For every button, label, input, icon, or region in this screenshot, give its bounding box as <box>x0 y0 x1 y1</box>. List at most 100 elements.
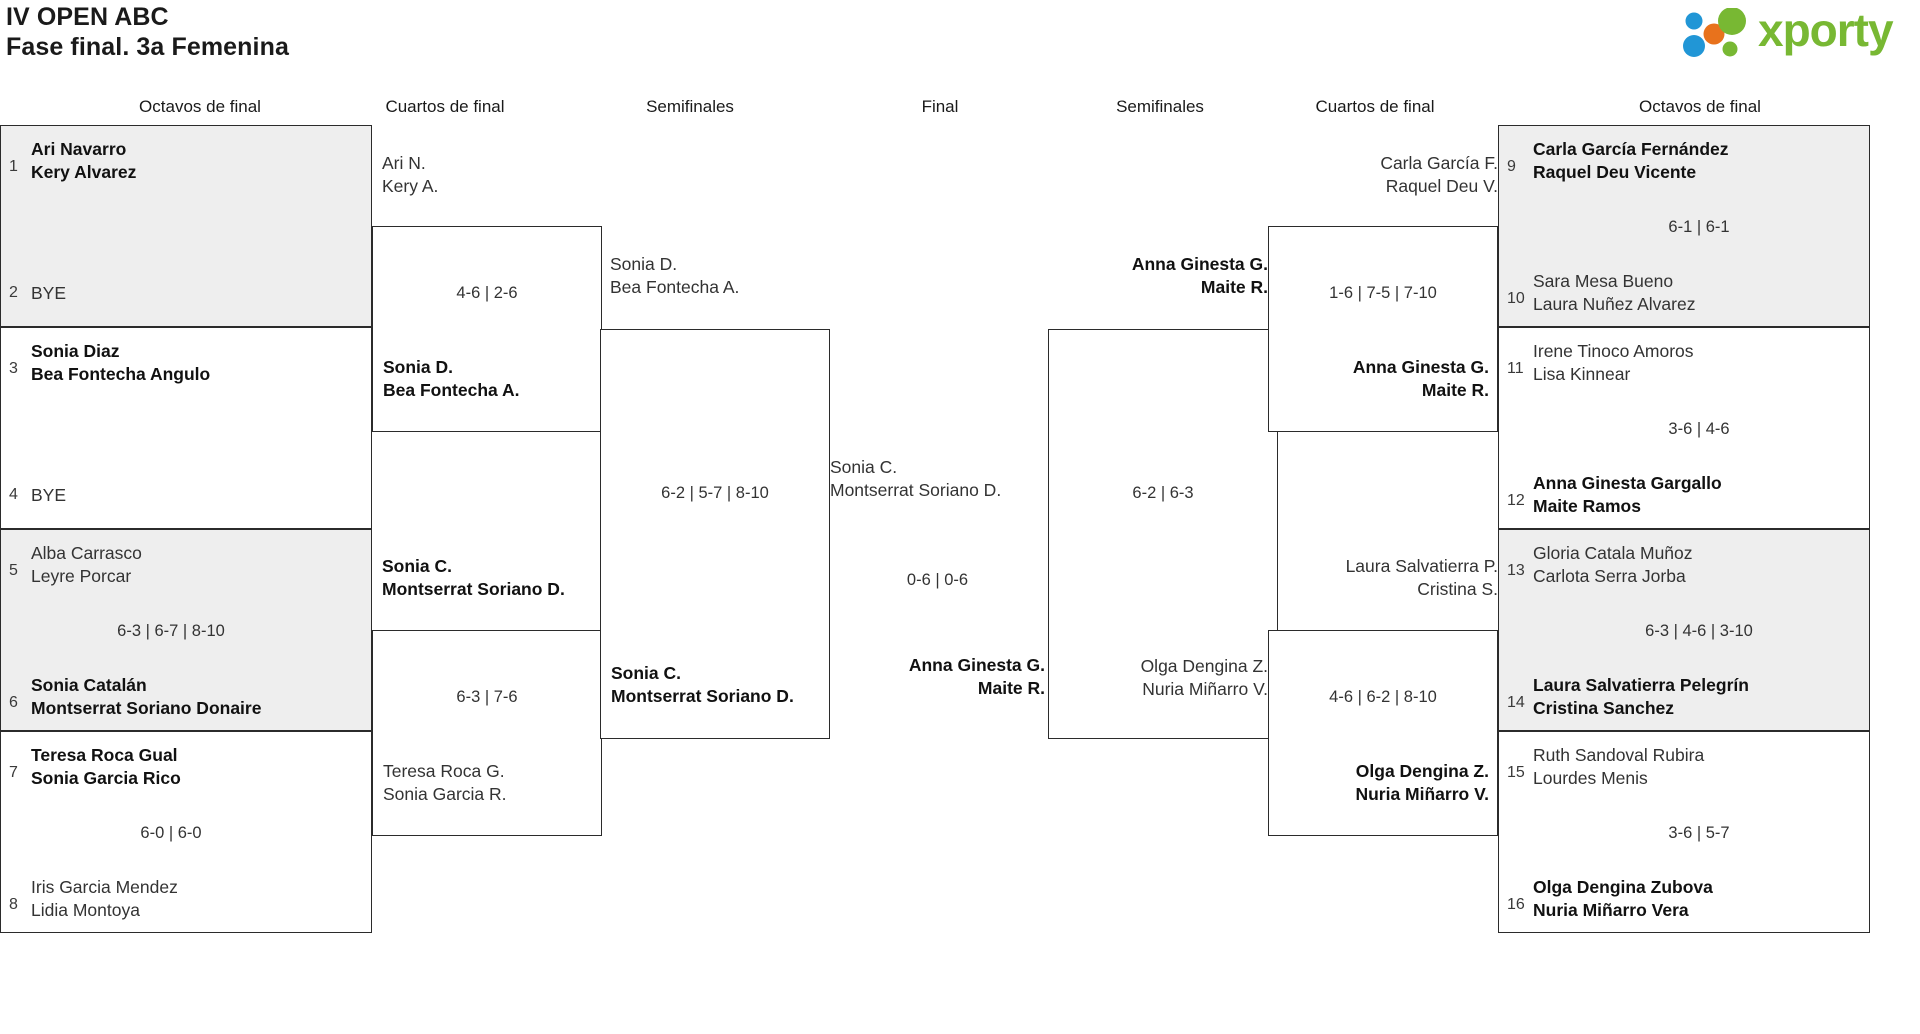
seed-number: 5 <box>9 562 18 579</box>
rqf2-top-player[interactable]: Laura Salvatierra P. Cristina S. <box>1278 555 1498 601</box>
player-slot-seed5[interactable]: 5 Alba Carrasco Leyre Porcar <box>1 542 371 588</box>
player-name-1: Laura Salvatierra P. <box>1345 556 1498 576</box>
player-name-2: Sonia Garcia R. <box>383 784 507 804</box>
match-score: 6-3 | 6-7 | 8-10 <box>117 622 225 640</box>
match-box-l16-3[interactable]: 5 Alba Carrasco Leyre Porcar 6-3 | 6-7 |… <box>0 529 372 731</box>
round-header-final: Final <box>921 97 959 116</box>
player-name-1: Ari N. <box>382 153 426 173</box>
player-slot-seed14[interactable]: 14 Laura Salvatierra Pelegrín Cristina S… <box>1499 674 1869 720</box>
lsf-bottom-player[interactable]: Sonia C. Montserrat Soriano D. <box>611 662 839 708</box>
round-header-left-r16: Octavos de final <box>139 97 261 116</box>
seed-number: 16 <box>1507 896 1525 913</box>
rsf-bottom-player[interactable]: Olga Dengina Z. Nuria Miñarro V. <box>1058 655 1268 701</box>
page-title: IV OPEN ABC Fase final. 3a Femenina <box>6 2 289 62</box>
match-score: 6-0 | 6-0 <box>140 824 202 842</box>
player-slot-seed1[interactable]: 1 Ari Navarro Kery Alvarez <box>1 138 371 184</box>
match-box-r16-4[interactable]: 15 Ruth Sandoval Rubira Lourdes Menis 3-… <box>1498 731 1870 933</box>
player-slot-seed9[interactable]: 9 Carla García Fernández Raquel Deu Vice… <box>1499 138 1869 184</box>
match-box-rqf-2[interactable]: 4-6 | 6-2 | 8-10 Olga Dengina Z. Nuria M… <box>1268 630 1498 836</box>
qf1-top-player[interactable]: Ari N. Kery A. <box>382 152 438 198</box>
player-slot-seed6[interactable]: 6 Sonia Catalán Montserrat Soriano Donai… <box>1 674 371 720</box>
match-box-l16-1[interactable]: 1 Ari Navarro Kery Alvarez 2 BYE <box>0 125 372 327</box>
player-slot-seed11[interactable]: 11 Irene Tinoco Amoros Lisa Kinnear <box>1499 340 1869 386</box>
player-name-2: Bea Fontecha A. <box>383 380 520 400</box>
match-score: 6-2 | 5-7 | 8-10 <box>661 484 769 502</box>
seed-number: 4 <box>9 486 18 503</box>
match-score: 3-6 | 5-7 <box>1668 824 1730 842</box>
player-name-2: Bea Fontecha A. <box>610 277 740 297</box>
match-score: 6-3 | 4-6 | 3-10 <box>1645 622 1753 640</box>
player-slot-seed15[interactable]: 15 Ruth Sandoval Rubira Lourdes Menis <box>1499 744 1869 790</box>
match-box-l16-4[interactable]: 7 Teresa Roca Gual Sonia Garcia Rico 6-0… <box>0 731 372 933</box>
player-name-2: Bea Fontecha Angulo <box>31 364 211 384</box>
player-name-2: Maite R. <box>1421 380 1489 400</box>
match-box-r16-3[interactable]: 13 Gloria Catala Muñoz Carlota Serra Jor… <box>1498 529 1870 731</box>
player-slot-seed3[interactable]: 3 Sonia Diaz Bea Fontecha Angulo <box>1 340 371 386</box>
player-name-2: Lourdes Menis <box>1533 768 1648 788</box>
match-box-lsf[interactable]: 6-2 | 5-7 | 8-10 Sonia C. Montserrat Sor… <box>600 329 830 739</box>
player-name-2: Montserrat Soriano D. <box>382 579 565 599</box>
qf2-top-player[interactable]: Sonia C. Montserrat Soriano D. <box>382 555 565 601</box>
player-name-1: Sonia Diaz <box>31 341 120 361</box>
lsf-top-player[interactable]: Sonia D. Bea Fontecha A. <box>610 253 739 299</box>
seed-number: 10 <box>1507 290 1525 307</box>
match-box-rqf-1[interactable]: 1-6 | 7-5 | 7-10 Anna Ginesta G. Maite R… <box>1268 226 1498 432</box>
player-name-1: Gloria Catala Muñoz <box>1533 543 1693 563</box>
player-name-1: Olga Dengina Z. <box>1355 761 1489 781</box>
qf1-bottom-player[interactable]: Sonia D. Bea Fontecha A. <box>383 356 611 402</box>
player-name-1: Sonia D. <box>610 254 678 274</box>
round-header-right-sf: Semifinales <box>1116 97 1204 116</box>
bye-label: BYE <box>31 485 67 505</box>
round-header-left-sf: Semifinales <box>646 97 734 116</box>
match-box-r16-1[interactable]: 9 Carla García Fernández Raquel Deu Vice… <box>1498 125 1870 327</box>
player-name-1: Ruth Sandoval Rubira <box>1533 745 1705 765</box>
match-score: 6-3 | 7-6 <box>456 688 518 706</box>
final-bottom-player[interactable]: Anna Ginesta G. Maite R. <box>830 654 1045 700</box>
player-name-2: Sonia Garcia Rico <box>31 768 181 788</box>
seed-number: 14 <box>1507 694 1525 711</box>
player-slot-seed10[interactable]: 10 Sara Mesa Bueno Laura Nuñez Alvarez <box>1499 270 1869 316</box>
match-box-lqf-1[interactable]: 4-6 | 2-6 Sonia D. Bea Fontecha A. <box>372 226 602 432</box>
qf2-bottom-player[interactable]: Teresa Roca G. Sonia Garcia R. <box>383 760 611 806</box>
seed-number: 8 <box>9 896 18 913</box>
logo-wordmark: xporty <box>1758 4 1894 56</box>
player-slot-seed12[interactable]: 12 Anna Ginesta Gargallo Maite Ramos <box>1499 472 1869 518</box>
player-name-1: Irene Tinoco Amoros <box>1533 341 1694 361</box>
final-top-player[interactable]: Sonia C. Montserrat Soriano D. <box>830 456 1001 502</box>
player-name-2: Cristina Sanchez <box>1533 698 1675 718</box>
match-box-rsf[interactable]: 6-2 | 6-3 <box>1048 329 1278 739</box>
seed-number: 15 <box>1507 764 1525 781</box>
player-name-2: Montserrat Soriano Donaire <box>31 698 262 718</box>
player-slot-seed16[interactable]: 16 Olga Dengina Zubova Nuria Miñarro Ver… <box>1499 876 1869 922</box>
match-box-l16-2[interactable]: 3 Sonia Diaz Bea Fontecha Angulo 4 BYE <box>0 327 372 529</box>
rqf2-bottom-player[interactable]: Olga Dengina Z. Nuria Miñarro V. <box>1269 760 1489 806</box>
player-name-2: Lisa Kinnear <box>1533 364 1631 384</box>
rqf1-bottom-player[interactable]: Anna Ginesta G. Maite R. <box>1269 356 1489 402</box>
player-name-2: Cristina S. <box>1417 579 1498 599</box>
player-name-2: Maite R. <box>1200 277 1268 297</box>
match-score: 3-6 | 4-6 <box>1668 420 1730 438</box>
match-box-lqf-2[interactable]: 6-3 | 7-6 Teresa Roca G. Sonia Garcia R. <box>372 630 602 836</box>
player-slot-seed2[interactable]: 2 BYE <box>1 282 371 305</box>
logo-dots-icon <box>1683 8 1746 57</box>
player-name-2: Raquel Deu V. <box>1385 176 1498 196</box>
player-slot-seed4[interactable]: 4 BYE <box>1 484 371 507</box>
match-score: 1-6 | 7-5 | 7-10 <box>1329 284 1437 302</box>
player-slot-seed7[interactable]: 7 Teresa Roca Gual Sonia Garcia Rico <box>1 744 371 790</box>
player-name-1: Teresa Roca G. <box>383 761 505 781</box>
player-slot-seed13[interactable]: 13 Gloria Catala Muñoz Carlota Serra Jor… <box>1499 542 1869 588</box>
player-name-1: Sonia C. <box>611 663 682 683</box>
rsf-top-player[interactable]: Anna Ginesta G. Maite R. <box>1058 253 1268 299</box>
seed-number: 2 <box>9 284 18 301</box>
match-box-r16-2[interactable]: 11 Irene Tinoco Amoros Lisa Kinnear 3-6 … <box>1498 327 1870 529</box>
match-score: 4-6 | 2-6 <box>456 284 518 302</box>
seed-number: 1 <box>9 158 18 175</box>
player-name-2: Kery A. <box>382 176 439 196</box>
rqf1-top-player[interactable]: Carla García F. Raquel Deu V. <box>1278 152 1498 198</box>
player-name-1: Anna Ginesta Gargallo <box>1533 473 1722 493</box>
match-score: 6-2 | 6-3 <box>1132 484 1194 502</box>
player-name-1: Anna Ginesta G. <box>1352 357 1489 377</box>
player-name-1: Olga Dengina Zubova <box>1533 877 1713 897</box>
player-slot-seed8[interactable]: 8 Iris Garcia Mendez Lidia Montoya <box>1 876 371 922</box>
